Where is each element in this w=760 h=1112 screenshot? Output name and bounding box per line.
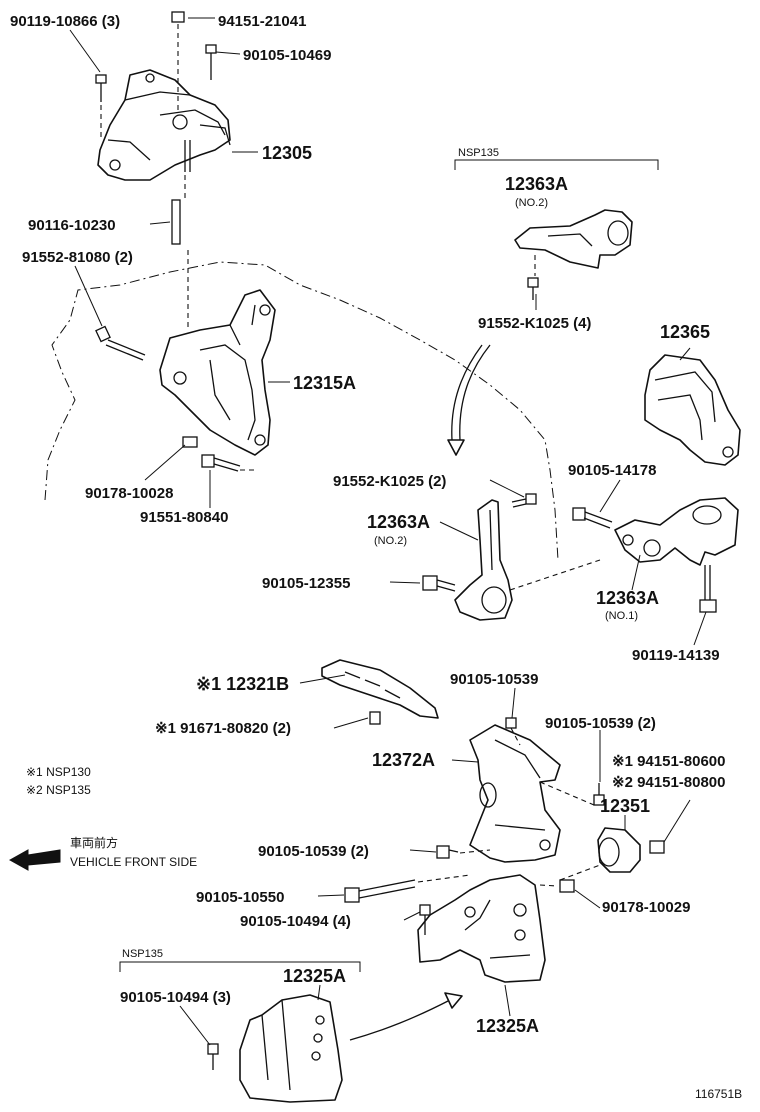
bolt-90105-10539-a (505, 717, 517, 729)
engine-outline (44, 261, 559, 561)
bolt-90105-10550 (344, 879, 416, 903)
label-12321B: ※1 12321B (196, 674, 289, 694)
label-90105-12355: 90105-12355 (262, 575, 350, 592)
engine-mount-bracket-12363A-no2-mid (454, 499, 513, 621)
engine-mount-bracket-12305 (97, 69, 231, 181)
engine-mount-bracket-12315A (159, 289, 276, 456)
label-94151-80800: ※2 94151-80800 (612, 774, 726, 791)
nut-94151-21041 (171, 11, 185, 23)
label-90105-10550: 90105-10550 (196, 889, 284, 906)
inset-bracket-12325A (239, 994, 343, 1103)
label-vehicle-front-jp: 車両前方 (70, 835, 118, 850)
label-90105-10539-2b: 90105-10539 (2) (258, 843, 369, 860)
label-94151-80600: ※1 94151-80600 (612, 753, 726, 770)
label-91552-K1025-4: 91552-K1025 (4) (478, 315, 591, 332)
bolt-90105-10494-4 (419, 904, 431, 935)
engine-mount-bracket-12372A (469, 724, 561, 863)
nut-90178-10028 (182, 436, 198, 448)
label-note-nsp135: ※2 NSP135 (26, 783, 91, 797)
plate-12321B (321, 659, 439, 719)
label-90105-10469: 90105-10469 (243, 47, 331, 64)
engine-mount-bracket-12363A-no1 (614, 497, 739, 566)
label-nsp135-top: NSP135 (458, 147, 499, 159)
leader-lines (69, 17, 707, 1046)
label-91552-81080: 91552-81080 (2) (22, 249, 133, 266)
figure-id: 116751B (695, 1087, 742, 1101)
label-90105-10494-3: 90105-10494 (3) (120, 989, 231, 1006)
bolt-90105-12355 (422, 575, 456, 592)
nut-94151-80800 (649, 840, 665, 854)
label-90119-14139: 90119-14139 (632, 647, 720, 664)
label-12363A-top: 12363A (505, 174, 568, 194)
label-90116-10230: 90116-10230 (28, 217, 116, 234)
bolt-90105-10469 (205, 44, 217, 54)
bolt-90105-10494-3 (207, 1043, 219, 1070)
label-90119-10866: 90119-10866 (3) (10, 13, 120, 30)
bolt-91551-80840 (201, 454, 241, 472)
label-12351: 12351 (600, 796, 650, 816)
inset-flow-arrow (349, 999, 451, 1041)
label-90178-10029: 90178-10029 (602, 899, 690, 916)
bolt-90105-14178 (572, 507, 613, 529)
label-12363A-no1: 12363A (596, 588, 659, 608)
nut-90178-10029 (559, 879, 575, 893)
nsp135-bottom-bracket (119, 961, 361, 972)
bolt-90119-10866 (95, 74, 107, 84)
bolt-90119-14139 (699, 565, 717, 613)
stud-90116-10230 (171, 199, 181, 245)
label-91671-80820: ※1 91671-80820 (2) (155, 720, 291, 737)
bolt-91552-81080 (95, 325, 146, 361)
flow-arrow-curve (451, 344, 491, 441)
bolt-91552-K1025-top (527, 277, 539, 288)
bolt-91671-80820 (369, 711, 381, 725)
label-90105-14178: 90105-14178 (568, 462, 656, 479)
engine-mount-bracket-12325A (417, 874, 546, 983)
label-12315A: 12315A (293, 373, 356, 393)
label-12365: 12365 (660, 322, 710, 342)
label-91552-K1025-2: 91552-K1025 (2) (333, 473, 446, 490)
nsp135-top-bracket (454, 159, 659, 170)
label-12372A: 12372A (372, 750, 435, 770)
label-no2-top: (NO.2) (515, 197, 548, 209)
insulator-12351 (597, 827, 641, 873)
bolt-90105-10539-b (593, 783, 605, 806)
label-no2-mid: (NO.2) (374, 535, 407, 547)
label-note-nsp130: ※1 NSP130 (26, 765, 91, 779)
label-90105-10539-a: 90105-10539 (450, 671, 538, 688)
label-90105-10494-4: 90105-10494 (4) (240, 913, 351, 930)
label-12325A-inset: 12325A (283, 966, 346, 986)
label-90178-10028: 90178-10028 (85, 485, 173, 502)
engine-mount-bracket-12365 (644, 354, 741, 466)
label-12363A-mid: 12363A (367, 512, 430, 532)
bolt-91552-K1025-mid (511, 493, 537, 508)
label-94151-21041: 94151-21041 (218, 13, 306, 30)
label-91551-80840: 91551-80840 (140, 509, 228, 526)
label-90105-10539-2: 90105-10539 (2) (545, 715, 656, 732)
engine-mount-bracket-12363A-no2-top (514, 209, 633, 269)
label-nsp135-bottom: NSP135 (122, 948, 163, 960)
label-12325A: 12325A (476, 1016, 539, 1036)
vehicle-front-arrow-icon (8, 849, 61, 871)
label-no1: (NO.1) (605, 610, 638, 622)
label-12305: 12305 (262, 143, 312, 163)
label-vehicle-front-en: VEHICLE FRONT SIDE (70, 855, 197, 869)
bolt-90105-10539-c (436, 845, 459, 859)
